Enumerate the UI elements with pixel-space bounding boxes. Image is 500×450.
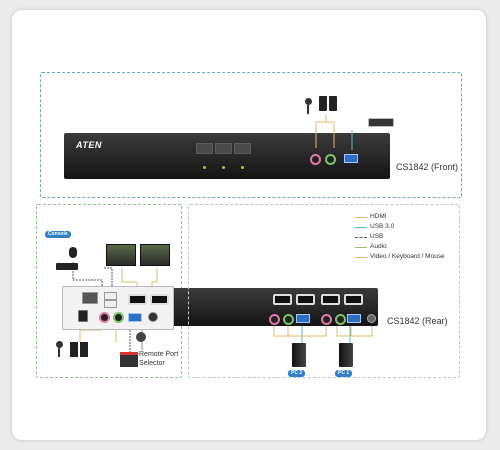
pc2-usb3-port [296,314,310,323]
remote-port-selector-jack [148,312,158,322]
rear-console-panel [62,286,174,330]
port-led-3 [241,166,244,169]
legend-hdmi: HDMI [370,213,387,220]
mouse-icon [69,247,77,258]
rear-console-hdmi-port-1 [128,294,147,305]
monitor-icon-1 [106,244,136,266]
aten-logo: ATEN [76,140,102,150]
remote-port-selector-label: Remote Port Selector [139,351,179,367]
front-speaker-port [325,154,336,165]
pc1-tower-icon [339,343,353,367]
ground-screw [367,314,376,323]
microphone-icon [305,98,315,114]
legend-line-audio [355,247,367,248]
rear-console-usb-port-1 [104,292,117,300]
pc2-tower-icon [292,343,306,367]
pc1-mic-port [321,314,332,325]
front-view-frame [40,72,462,198]
rear-console-usb3-port [128,313,142,322]
legend-line-hdmi [355,217,367,218]
pc1-usb3-port [347,314,361,323]
pc1-hdmi-port-1 [321,294,340,305]
kvm-rear-unit [62,286,378,330]
keyboard-icon [56,263,78,270]
front-view-label: CS1842 (Front) [396,162,459,172]
printer-icon [120,352,138,367]
rear-view-frame [188,204,460,378]
port-select-button-2[interactable] [215,143,232,154]
speakers-icon [319,96,339,112]
legend-audio: Audio [370,243,387,250]
rear-console-hdmi-port-2 [150,294,169,305]
console-badge: Console [45,231,71,238]
pc1-badge: PC 1 [335,370,353,377]
diagram-card: ATEN CS1842 (Front) [12,10,486,440]
rear-console-mic-port [99,312,110,323]
pc2-badge: PC 2 [288,370,306,377]
legend-usb: USB [370,233,384,240]
legend-line-usb [355,237,367,238]
rear-console-speaker-port [113,312,124,323]
port-select-button-3[interactable] [234,143,251,154]
power-switch[interactable] [78,310,88,322]
kvm-front-unit: ATEN [64,133,390,179]
lan-port [82,292,98,304]
legend-usb3: USB 3.0 [370,223,395,230]
port-led-1 [203,166,206,169]
legend-vkm: Video / Keyboard / Mouse [370,253,445,260]
port-select-button-1[interactable] [196,143,213,154]
pc1-speaker-port [335,314,346,325]
legend-line-usb3 [355,227,367,228]
remote-port-selector-icon [136,332,146,342]
pc2-mic-port [269,314,280,325]
legend-line-vkm [355,257,367,258]
console-speakers-icon [70,342,92,358]
port-led-2 [222,166,225,169]
console-microphone-icon [56,341,65,357]
pc2-speaker-port [283,314,294,325]
pc2-hdmi-port-1 [273,294,292,305]
pc1-hdmi-port-2 [344,294,363,305]
monitor-icon-2 [140,244,170,266]
rear-console-usb-port-2 [104,300,117,308]
pc2-hdmi-port-2 [296,294,315,305]
front-usb3-port [344,154,358,163]
rear-view-label: CS1842 (Rear) [387,316,448,326]
usb-flash-drive-icon [368,118,394,127]
front-mic-port [310,154,321,165]
